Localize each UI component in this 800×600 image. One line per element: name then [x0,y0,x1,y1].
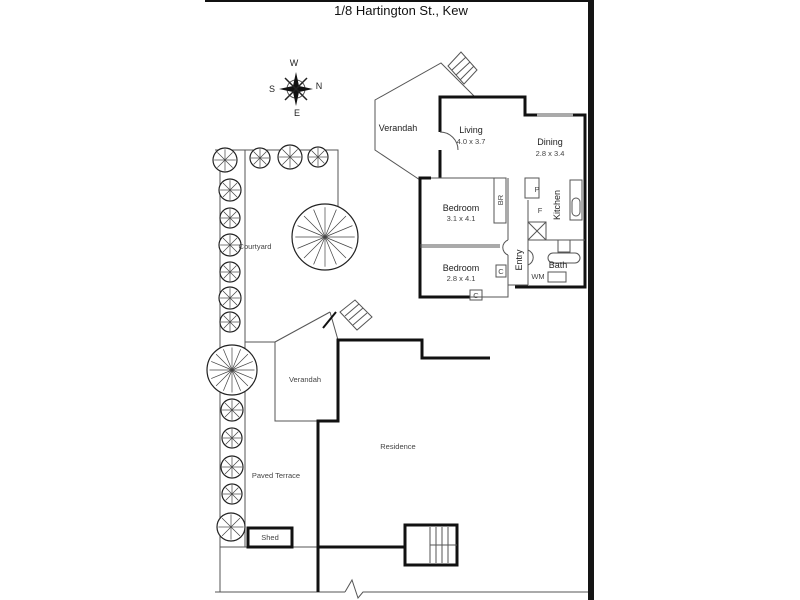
tree-icon [219,261,241,283]
tree-icon [277,144,303,170]
tree-icon [219,207,241,229]
tree-icon [220,455,244,479]
compass-west: W [290,58,299,68]
robe [493,177,507,224]
plan-title: 1/8 Hartington St., Kew [334,3,468,18]
room-label-dining: Dining [537,137,563,147]
area-label-shed: Shed [261,533,279,542]
vanity-icon [547,271,567,283]
sink-icon [571,197,581,217]
room-label-entry: Entry [514,249,524,271]
tree-icon [221,483,243,505]
kitchen-bench [569,179,583,221]
room-size-bedroom-2: 2.8 x 4.1 [447,274,476,283]
room-label-kitchen: Kitchen [552,190,562,220]
tree-icon [218,178,242,202]
tree-icon [220,398,244,422]
room-label-bedroom-2: Bedroom [443,263,480,273]
label-pantry: P [534,185,539,194]
trees [206,144,359,542]
residence-walls [316,338,490,592]
room-size-bedroom-1: 3.1 x 4.1 [447,214,476,223]
lower-steps [339,299,373,331]
tree-icon [291,203,359,271]
label-cupboard-2: C [473,291,479,300]
right-edge-bar [588,0,594,600]
tree-icon [218,286,242,310]
label-wm: WM [531,272,544,281]
upper-steps [447,51,478,85]
area-label-residence: Residence [380,442,415,451]
compass-east: E [294,108,300,118]
area-label-paved-terrace: Paved Terrace [252,471,300,480]
shed [246,526,294,549]
label-br: BR [496,194,505,205]
room-label-verandah-upper: Verandah [379,123,418,133]
tree-icon [218,233,242,257]
label-cupboard-1: C [498,267,504,276]
tree-icon [307,146,329,168]
room-label-living: Living [459,125,483,135]
tree-icon [216,512,246,542]
compass-rose-icon [279,72,313,106]
residence-stairs [429,527,457,563]
tree-icon [221,427,243,449]
room-label-bath: Bath [549,260,568,270]
compass-south: S [269,84,275,94]
bathtub-icon [547,252,581,264]
room-size-living: 4.0 x 3.7 [457,137,486,146]
grounds-lines [215,149,588,600]
tree-icon [249,147,271,169]
tree-icon [206,344,258,396]
area-label-verandah-lower: Verandah [289,375,321,384]
area-label-courtyard: Courtyard [239,242,272,251]
compass-north: N [316,81,323,91]
cooktop-icon [557,239,571,253]
room-size-dining: 2.8 x 3.4 [536,149,565,158]
unit-walls [418,95,587,301]
tree-icon [212,147,238,173]
room-label-bedroom-1: Bedroom [443,203,480,213]
upper-verandah-outline [374,51,478,181]
pantry [524,177,540,199]
tree-icon [219,311,241,333]
label-fridge: F [538,206,543,215]
